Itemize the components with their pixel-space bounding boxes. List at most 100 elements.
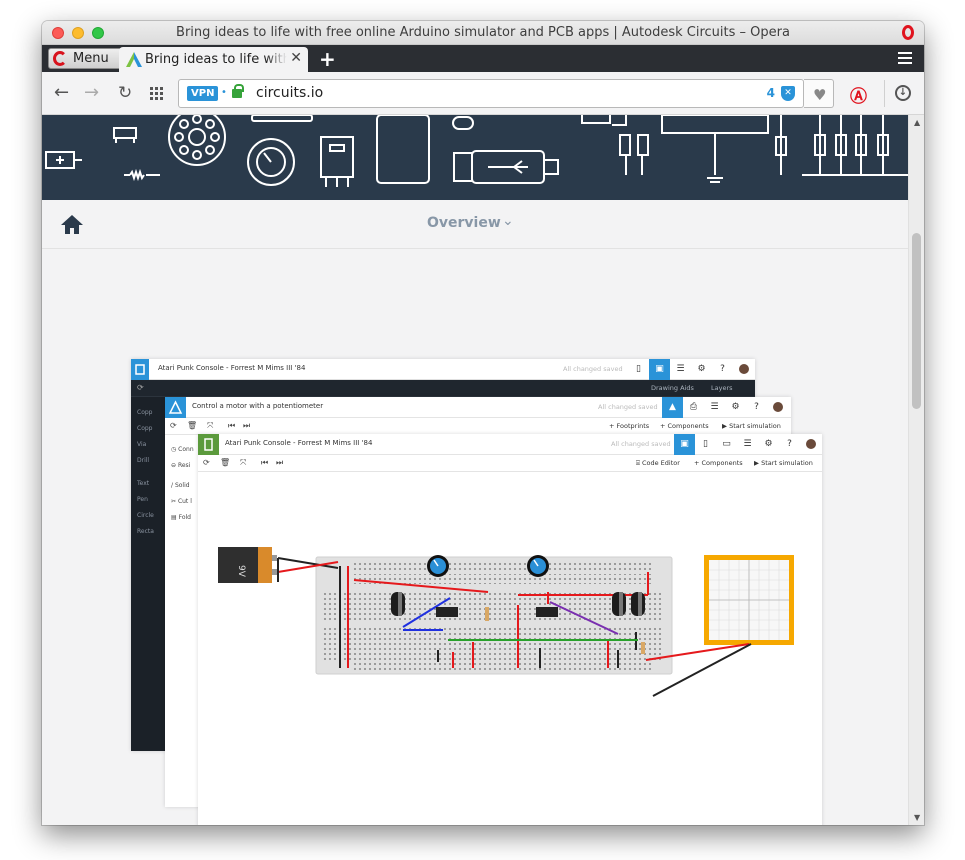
code-editor-button[interactable]: ⌸ Code Editor [636, 459, 680, 467]
breadboard-view-icon[interactable]: ▲ [662, 397, 683, 418]
print-icon[interactable]: ⎙ [689, 402, 698, 412]
back-arrow-icon[interactable]: ← [54, 82, 70, 103]
skip-back-icon[interactable]: ⏮ [228, 421, 236, 430]
skip-back-icon[interactable]: ⏮ [261, 458, 269, 467]
settings-gear-icon[interactable]: ⚙ [697, 364, 706, 374]
settings-gear-icon[interactable]: ⚙ [731, 402, 740, 412]
adblock-shield-icon[interactable]: ✕ [781, 86, 795, 101]
page-subnav: Overview ⌄ [42, 200, 908, 249]
oscilloscope[interactable] [704, 555, 794, 645]
scroll-down-icon[interactable]: ▼ [914, 813, 921, 822]
user-avatar[interactable] [733, 359, 754, 380]
sidebar-item-label: Fold [178, 514, 191, 521]
anarchy-extension-icon[interactable]: Ⓐ [850, 87, 867, 107]
sidebar-item-pen[interactable]: Pen [137, 496, 148, 503]
scroll-up-icon[interactable]: ▲ [914, 118, 921, 127]
sidebar-item-connector[interactable]: ◷ Conn [171, 446, 194, 453]
potentiometer-1[interactable] [427, 555, 449, 577]
url-text[interactable]: circuits.io [256, 85, 324, 101]
home-icon[interactable] [60, 213, 84, 235]
chevron-down-icon[interactable]: ⌄ [502, 213, 514, 229]
footprints-button[interactable]: + Footprints [609, 422, 650, 430]
tab-close-icon[interactable]: ✕ [290, 50, 302, 66]
skip-forward-icon[interactable]: ⏭ [243, 421, 251, 430]
sidebar-item-circle[interactable]: Circle [137, 512, 154, 519]
sidebar-item-via[interactable]: Via [137, 441, 147, 448]
drawing-aids-button[interactable]: Drawing Aids [651, 384, 694, 392]
address-bar[interactable]: VPN • circuits.io 4 ✕ [178, 79, 804, 108]
sidebar-item-solid[interactable]: / Solid [171, 482, 190, 489]
ic-chip-2[interactable] [536, 607, 558, 617]
menu-label: Menu [73, 51, 109, 66]
tab-menu-icon[interactable] [898, 52, 912, 67]
schematic-view-icon[interactable]: ▯ [636, 364, 641, 374]
layers-button[interactable]: Layers [711, 384, 733, 392]
sidebar-item-drill[interactable]: Drill [137, 457, 150, 464]
forward-arrow-icon[interactable]: → [84, 82, 100, 103]
breadboard-canvas[interactable]: 9V [198, 472, 822, 825]
resistor-2[interactable] [641, 642, 645, 654]
help-icon[interactable]: ? [787, 439, 792, 449]
user-avatar[interactable] [800, 434, 821, 455]
settings-gear-icon[interactable]: ⚙ [764, 439, 773, 449]
resistor-1[interactable] [485, 607, 489, 621]
overview-dropdown[interactable]: Overview [427, 215, 501, 231]
lock-icon[interactable] [232, 84, 244, 98]
potentiometer-2[interactable] [527, 555, 549, 577]
trash-icon[interactable]: 🗑 [220, 458, 231, 467]
maximize-window-button[interactable] [92, 27, 104, 39]
trash-icon[interactable]: 🗑 [187, 421, 198, 430]
bookmark-button[interactable]: ♥ [804, 79, 834, 108]
opera-logo-icon [902, 25, 914, 40]
sidebar-item-rectangle[interactable]: Recta [137, 528, 154, 535]
start-simulation-button[interactable]: ▶ Start simulation [754, 459, 813, 467]
capacitor-1[interactable] [391, 592, 405, 616]
user-avatar[interactable] [767, 397, 788, 418]
pcb-view-icon[interactable]: ▣ [649, 359, 670, 380]
components-button[interactable]: + Components [660, 422, 709, 430]
capacitor-2[interactable] [612, 592, 626, 616]
motor-topbar: Control a motor with a potentiometer All… [165, 397, 791, 418]
sidebar-item-fold[interactable]: ▤ Fold [171, 514, 191, 521]
battery-9v[interactable]: 9V [218, 547, 277, 583]
speed-dial-grid-icon[interactable] [150, 87, 164, 101]
scrollbar-thumb[interactable] [912, 233, 921, 409]
help-icon[interactable]: ? [754, 402, 759, 412]
start-simulation-button[interactable]: ▶ Start simulation [722, 422, 781, 430]
opera-menu-button[interactable]: Menu [48, 48, 122, 69]
sidebar-item-cut[interactable]: ✂ Cut l [171, 498, 192, 505]
fit-icon[interactable]: ⤧ [207, 421, 214, 430]
close-window-button[interactable] [52, 27, 64, 39]
minimize-window-button[interactable] [72, 27, 84, 39]
rotate-icon[interactable]: ⟳ [203, 458, 210, 467]
tab-circuits[interactable]: Bring ideas to life with free online Ard… [119, 47, 308, 72]
sidebar-item-resistor[interactable]: ⊖ Resi [171, 462, 191, 469]
sidebar-item-text[interactable]: Text [137, 480, 150, 487]
sidebar-item-copper[interactable]: Copp [137, 409, 153, 416]
vertical-scrollbar[interactable]: ▲ ▼ [908, 115, 924, 825]
sidebar-item-copper-2[interactable]: Copp [137, 425, 153, 432]
list-icon[interactable]: ☰ [676, 364, 685, 374]
schematic-view-icon[interactable]: ▯ [703, 439, 708, 449]
ic-chip-1[interactable] [436, 607, 458, 617]
help-icon[interactable]: ? [720, 364, 725, 374]
vpn-badge[interactable]: VPN [187, 86, 219, 101]
download-icon[interactable]: ↓ [895, 85, 911, 101]
skip-forward-icon[interactable]: ⏭ [276, 458, 284, 467]
fit-icon[interactable]: ⤧ [240, 458, 247, 467]
capacitor-3[interactable] [631, 592, 645, 616]
new-tab-button[interactable]: + [319, 47, 336, 71]
list-icon[interactable]: ☰ [743, 439, 752, 449]
breadboard-view-icon[interactable]: ▣ [674, 434, 695, 455]
rotate-icon[interactable]: ⟳ [137, 383, 144, 392]
motor-subbar: ⟳ 🗑 ⤧ ⏮ ⏭ + Footprints + Components ▶ St… [165, 418, 791, 435]
pcb-view-icon[interactable]: ▭ [722, 439, 731, 449]
reload-icon[interactable]: ↻ [118, 83, 133, 103]
circuits-logo-icon [165, 397, 186, 418]
toolbar-divider [884, 80, 885, 107]
list-icon[interactable]: ☰ [710, 402, 719, 412]
start-simulation-label: Start simulation [761, 459, 813, 467]
arduino-logo-icon [198, 434, 219, 455]
components-button[interactable]: + Components [694, 459, 743, 467]
rotate-icon[interactable]: ⟳ [170, 421, 177, 430]
